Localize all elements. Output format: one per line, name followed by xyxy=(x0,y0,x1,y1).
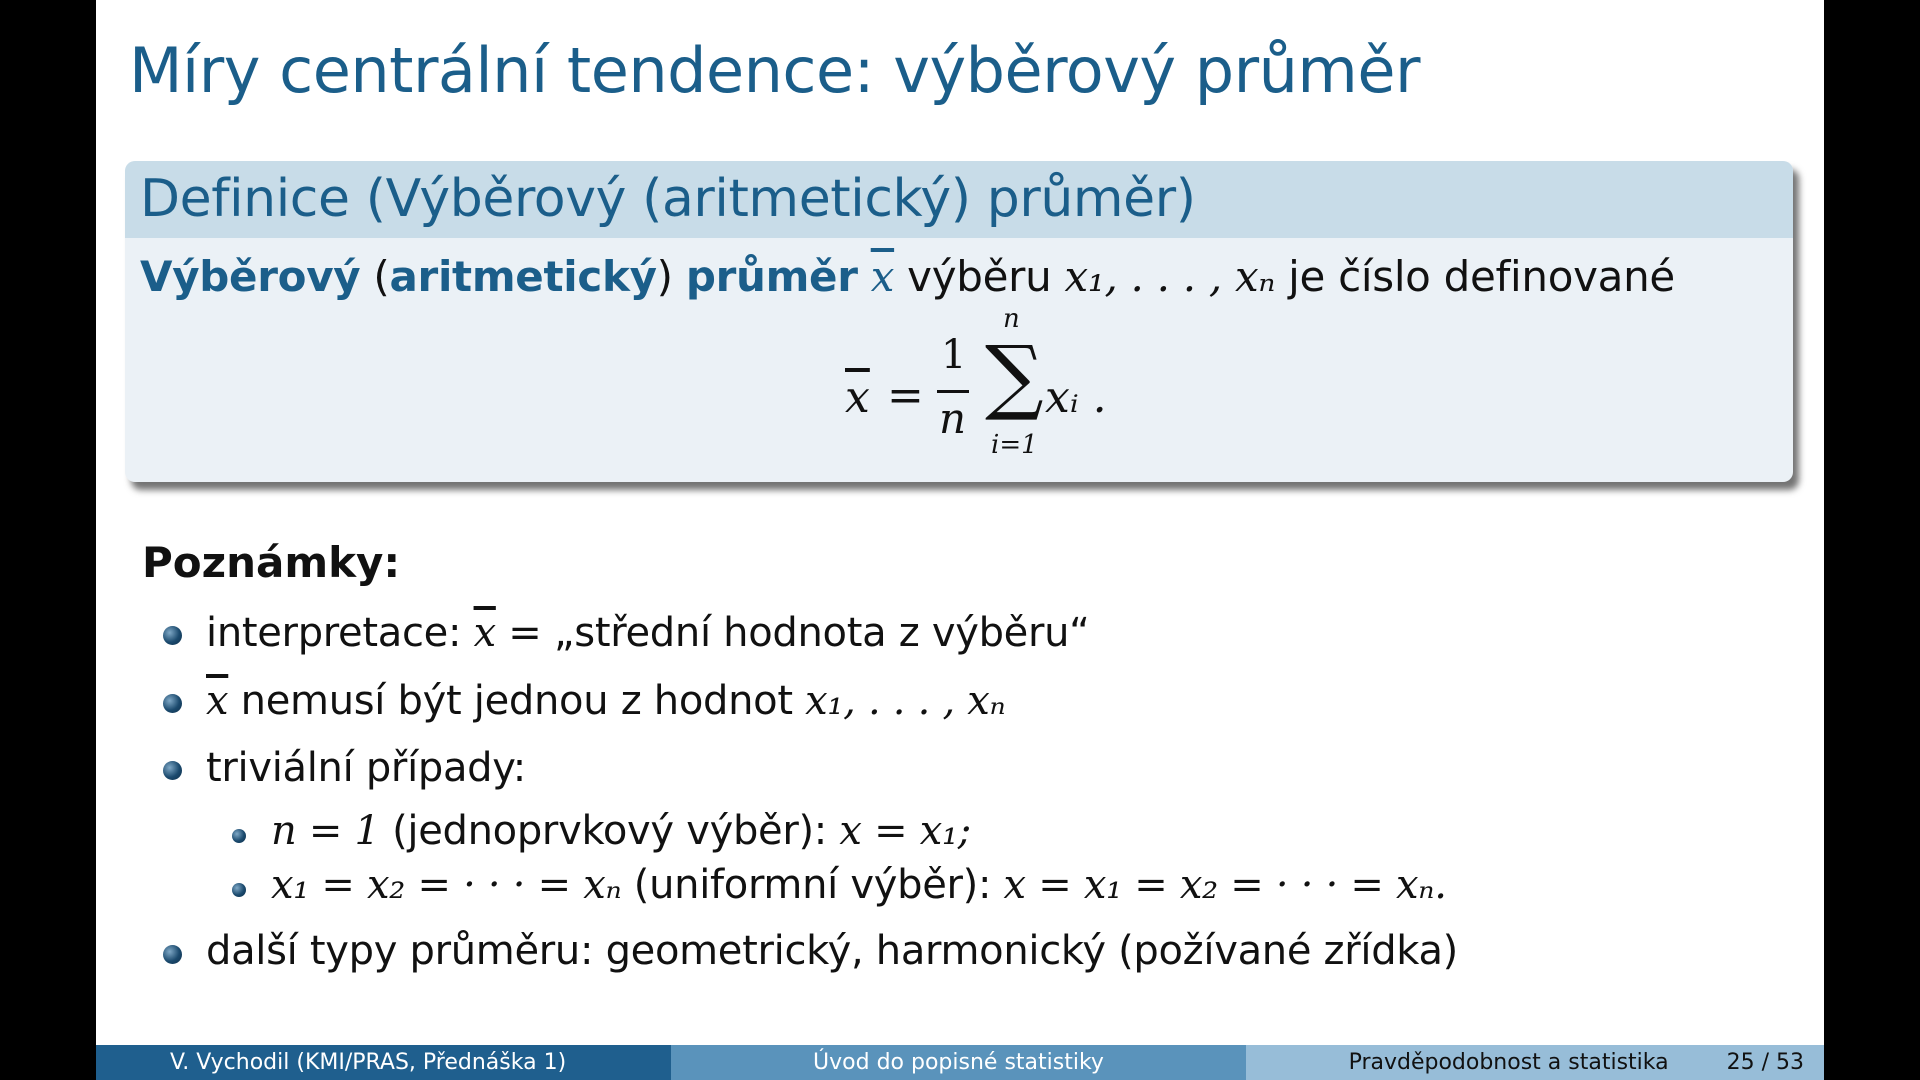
footer-section: Úvod do popisné statistiky xyxy=(671,1045,1246,1080)
term-mean: průměr xyxy=(685,252,858,301)
sum-term: xᵢ . xyxy=(1045,372,1107,423)
note-sequence: x₁, . . . , xₙ xyxy=(805,678,1006,724)
note-math: n = 1 xyxy=(271,808,380,854)
note-text: triviální případy: xyxy=(206,745,526,791)
sub-bullet-icon xyxy=(232,829,246,843)
xbar-symbol: x xyxy=(870,252,895,301)
formula-equals: = xyxy=(887,370,924,421)
note-text: další typy průměru: geometrický, harmoni… xyxy=(206,928,1458,974)
sum-upper-limit: n xyxy=(1003,304,1020,334)
footer-author: V. Vychodil (KMI/PRAS, Přednáška 1) xyxy=(96,1045,671,1080)
definition-text: Výběrový (aritmetický) průměr x výběru x… xyxy=(140,252,1675,301)
note-xbar: x xyxy=(473,610,497,656)
footer: V. Vychodil (KMI/PRAS, Přednáška 1) Úvod… xyxy=(96,1045,1824,1080)
note-text: (jednoprvkový výběr): xyxy=(379,808,840,854)
paren-open: ( xyxy=(360,252,390,301)
definition-text-part2: je číslo definované xyxy=(1275,252,1675,301)
note-text: interpretace: xyxy=(206,610,474,656)
sum-lower-limit: i=1 xyxy=(991,430,1038,460)
note-math: x = x₁ = x₂ = · · · = xₙ. xyxy=(1003,862,1447,908)
bullet-icon xyxy=(163,694,182,713)
note-text: (uniformní výběr): xyxy=(621,862,1004,908)
definition-block: Definice (Výběrový (aritmetický) průměr)… xyxy=(125,161,1793,482)
formula-period: . xyxy=(1078,372,1107,423)
note-single-element: n = 1 (jednoprvkový výběr): x = x₁; xyxy=(271,808,971,854)
bullet-icon xyxy=(163,761,182,780)
fraction-numerator: 1 xyxy=(941,332,967,378)
note-math: x₁ = x₂ = · · · = xₙ xyxy=(271,862,622,908)
formula-lhs: x xyxy=(845,372,870,423)
fraction-bar xyxy=(937,390,969,393)
note-math: x = x₁; xyxy=(839,808,971,854)
page-number: 25 / 53 xyxy=(1726,1050,1804,1075)
footer-course: Pravděpodobnost a statistika 25 / 53 xyxy=(1246,1045,1824,1080)
bullet-icon xyxy=(163,945,182,964)
sub-bullet-icon xyxy=(232,883,246,897)
slide: Míry centrální tendence: výběrový průměr… xyxy=(96,0,1824,1080)
note-xbar: x xyxy=(206,678,229,724)
note-not-value: x nemusí být jednou z hodnot x₁, . . . ,… xyxy=(206,678,1006,724)
sample-sequence: x₁, . . . , xₙ xyxy=(1064,252,1276,301)
definition-title: Definice (Výběrový (aritmetický) průměr) xyxy=(125,161,1793,238)
note-trivial-cases: triviální případy: xyxy=(206,745,526,791)
fraction-denominator: n xyxy=(939,394,967,443)
notes-heading: Poznámky: xyxy=(142,538,401,587)
sum-symbol: ∑ xyxy=(985,329,1044,424)
sum-term-symbol: xᵢ xyxy=(1045,372,1079,423)
frame-title: Míry centrální tendence: výběrový průměr xyxy=(129,34,1420,107)
term-arithmetic: aritmetický xyxy=(389,252,657,301)
footer-course-title: Pravděpodobnost a statistika xyxy=(1348,1050,1669,1075)
definition-text-part1: výběru xyxy=(894,252,1065,301)
mean-formula: x = 1 n n ∑ i=1 xᵢ . xyxy=(845,304,1107,471)
term-sample: Výběrový xyxy=(140,252,361,301)
note-text: = „střední hodnota z výběru“ xyxy=(495,610,1090,656)
note-other-means: další typy průměru: geometrický, harmoni… xyxy=(206,928,1458,974)
note-uniform: x₁ = x₂ = · · · = xₙ (uniformní výběr): … xyxy=(271,862,1447,908)
note-text: nemusí být jednou z hodnot xyxy=(228,678,806,724)
paren-close: ) xyxy=(656,252,686,301)
note-interpretation: interpretace: x = „střední hodnota z výb… xyxy=(206,610,1090,656)
bullet-icon xyxy=(163,626,182,645)
